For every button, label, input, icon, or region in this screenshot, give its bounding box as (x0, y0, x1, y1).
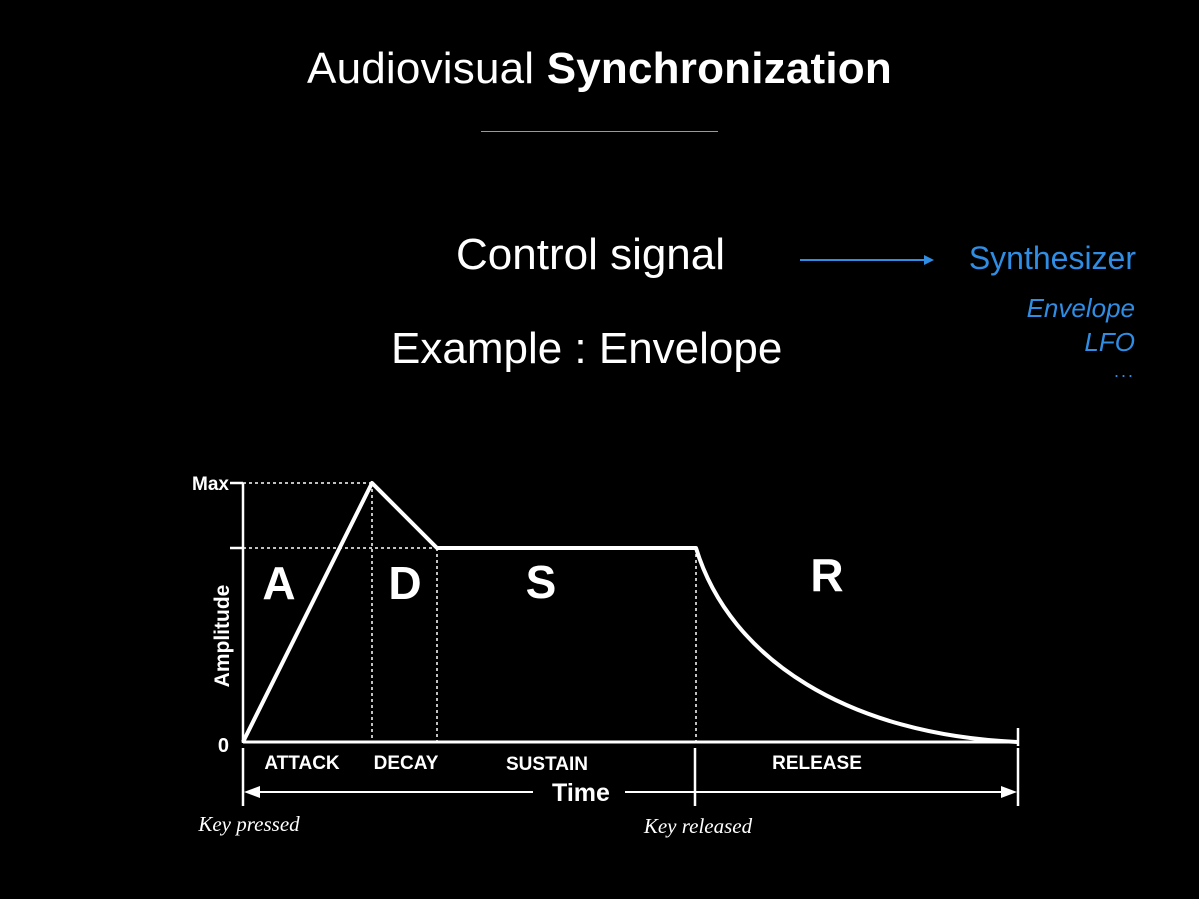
stage-name-sustain: SUSTAIN (506, 754, 588, 775)
key-pressed-label: Key pressed (197, 812, 300, 836)
y-max-label: Max (192, 474, 229, 495)
envelope-curve (241, 481, 1019, 744)
title-divider (481, 131, 718, 132)
synth-item-lfo: LFO (1084, 327, 1135, 357)
key-released-label: Key released (643, 814, 753, 838)
stage-name-attack: ATTACK (264, 753, 340, 774)
stage-letter-attack: A (262, 557, 295, 609)
example-label: Example : Envelope (391, 324, 783, 373)
time-arrow-left-icon (244, 786, 260, 798)
synth-item-more: ... (1113, 361, 1135, 381)
x-axis-label: Time (552, 779, 610, 807)
arrow-right-icon (800, 255, 934, 265)
title-regular: Audiovisual (307, 44, 535, 93)
title-bold: Synchronization (546, 44, 892, 93)
stage-letter-sustain: S (526, 556, 557, 608)
time-arrow-right-icon (1001, 786, 1017, 798)
y-zero-label: 0 (218, 735, 229, 757)
stage-letter-release: R (810, 549, 843, 601)
stage-name-decay: DECAY (374, 753, 439, 774)
control-signal-label: Control signal (456, 230, 726, 279)
stage-letter-decay: D (388, 557, 421, 609)
y-axis-label: Amplitude (211, 585, 234, 688)
slide-title: Audiovisual Synchronization (0, 44, 1199, 94)
synthesizer-label: Synthesizer (968, 240, 1136, 276)
stage-name-release: RELEASE (772, 753, 862, 774)
synth-item-envelope: Envelope (1026, 293, 1135, 323)
synthesizer-items: Envelope LFO ... (1027, 291, 1135, 383)
